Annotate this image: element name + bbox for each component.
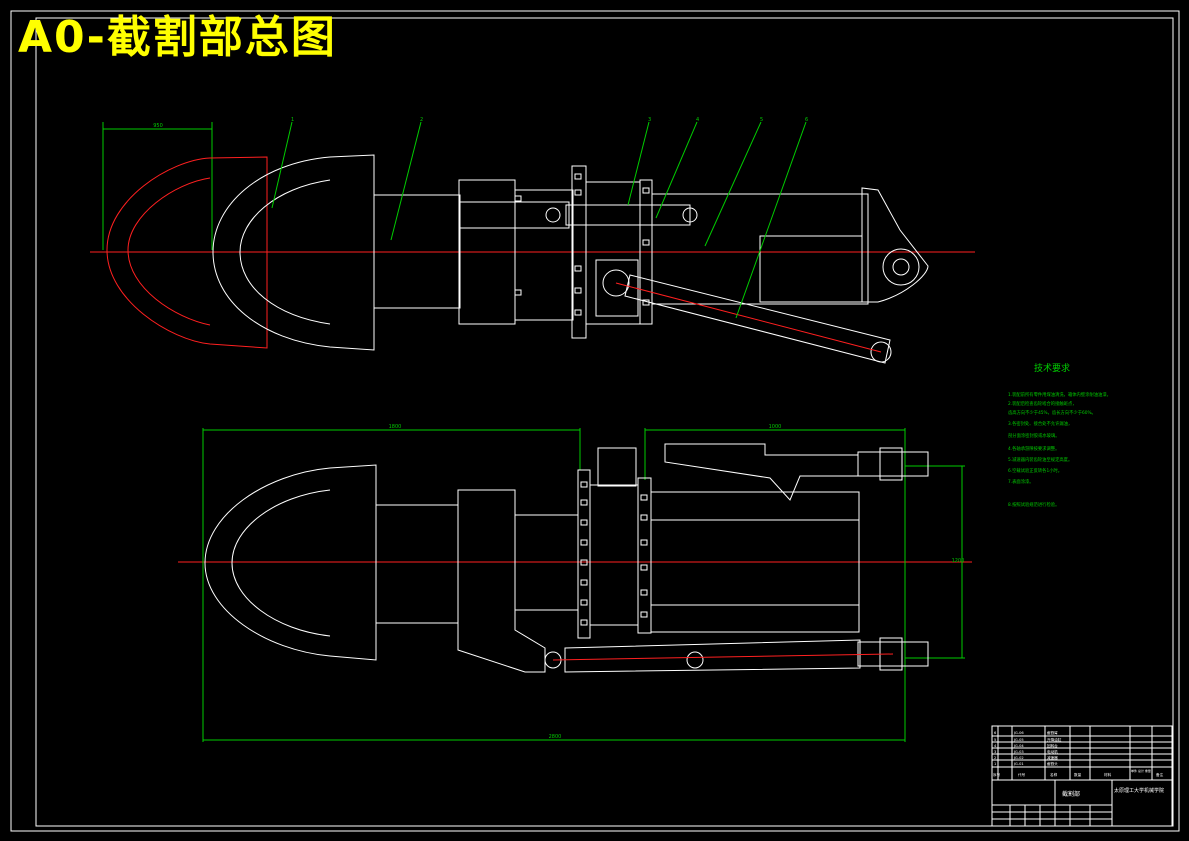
tech-line: 1.装配前所有零件用煤油清洗，箱体内壁涂耐油油漆。	[1008, 391, 1111, 398]
parts-row-no: 2	[994, 756, 996, 760]
header-remark: 备注	[1156, 772, 1164, 777]
drawing-title: A0-截割部总图	[18, 12, 337, 63]
parts-row-name: 升降油缸	[1047, 737, 1062, 742]
part-label-1: 1	[291, 117, 294, 123]
lift-cylinder	[624, 274, 891, 364]
parts-row-no: 6	[994, 731, 997, 735]
header-weight: 单件 总计 重量	[1131, 768, 1151, 773]
header-material: 材料	[1104, 772, 1112, 777]
parts-row-code: JG-06	[1013, 731, 1024, 735]
title-block	[991, 725, 1173, 827]
parts-row-code: JG-01	[1013, 762, 1024, 766]
tech-line: 5.减速器内装齿轮油至规定高度。	[1008, 456, 1072, 463]
parts-row-name: 回转台	[1047, 743, 1058, 748]
parts-row-code: JG-02	[1013, 756, 1024, 760]
dim-bottom-overall: 2800	[549, 734, 562, 740]
cutting-head-alt	[106, 156, 268, 349]
cutting-head-plan	[204, 464, 377, 661]
header-seq: 序号	[993, 772, 1001, 777]
part-label-5: 5	[760, 117, 763, 123]
tech-line: 齿高方向不少于45%，齿长方向不少于60%。	[1008, 409, 1096, 416]
tech-heading: 技术要求	[1034, 362, 1070, 374]
parts-row-name: 电动机	[1047, 749, 1058, 754]
parts-row-name: 截割臂	[1047, 730, 1058, 735]
top-view: 950	[90, 117, 975, 364]
header-code: 代号	[1018, 772, 1026, 777]
dim-bottom-left: 1800	[389, 424, 402, 430]
tech-line: 2.装配后检查齿轮啮合的接触斑点，	[1008, 400, 1077, 407]
parts-row-code: JG-03	[1013, 750, 1024, 754]
cutting-arm	[373, 194, 461, 309]
outer-frame	[10, 10, 1180, 832]
tech-line: 4.各轴承游隙按要求调整。	[1008, 445, 1059, 452]
part-label-4: 4	[696, 117, 699, 123]
parts-row-no: 4	[994, 744, 997, 748]
tech-requirements: 技术要求 1.装配前所有零件用煤油清洗，箱体内壁涂耐油油漆。 2.装配后检查齿轮…	[1008, 362, 1111, 508]
school-name: 太原理工大学机械学院	[1114, 787, 1164, 794]
motor	[651, 193, 869, 305]
part-label-2: 2	[420, 117, 423, 123]
parts-row-name: 截割头	[1047, 761, 1058, 766]
drawing-name: 截割部	[1062, 790, 1080, 798]
dim-top-width: 950	[153, 123, 163, 129]
parts-row-no: 5	[994, 738, 996, 742]
parts-row-no: 3	[994, 750, 996, 754]
parts-row-no: 1	[994, 762, 996, 766]
dim-bottom-height: 1200	[952, 558, 965, 564]
tech-line: 剖分面涂密封胶或水玻璃。	[1008, 432, 1060, 439]
part-label-6: 6	[805, 117, 808, 123]
parts-row-name: 减速器	[1047, 755, 1058, 760]
tech-line: 7.表面涂漆。	[1008, 478, 1034, 485]
parts-row-code: JG-04	[1013, 744, 1024, 748]
dim-bottom-right: 1000	[769, 424, 782, 430]
cutting-head	[212, 154, 375, 351]
parts-row-code: JG-05	[1013, 738, 1024, 742]
part-label-3: 3	[648, 117, 651, 123]
header-name: 名称	[1050, 772, 1058, 777]
tech-line: 6.空载试验正反转各1小时。	[1008, 467, 1062, 474]
tech-line: 8.按照试验规范进行检验。	[1008, 501, 1059, 508]
inner-frame	[35, 17, 1174, 827]
tech-line: 3.各密封处、接合处不允许漏油，	[1008, 420, 1072, 427]
bottom-view: 1800 1000 2800 1200	[178, 424, 972, 742]
header-qty: 数量	[1074, 772, 1082, 777]
